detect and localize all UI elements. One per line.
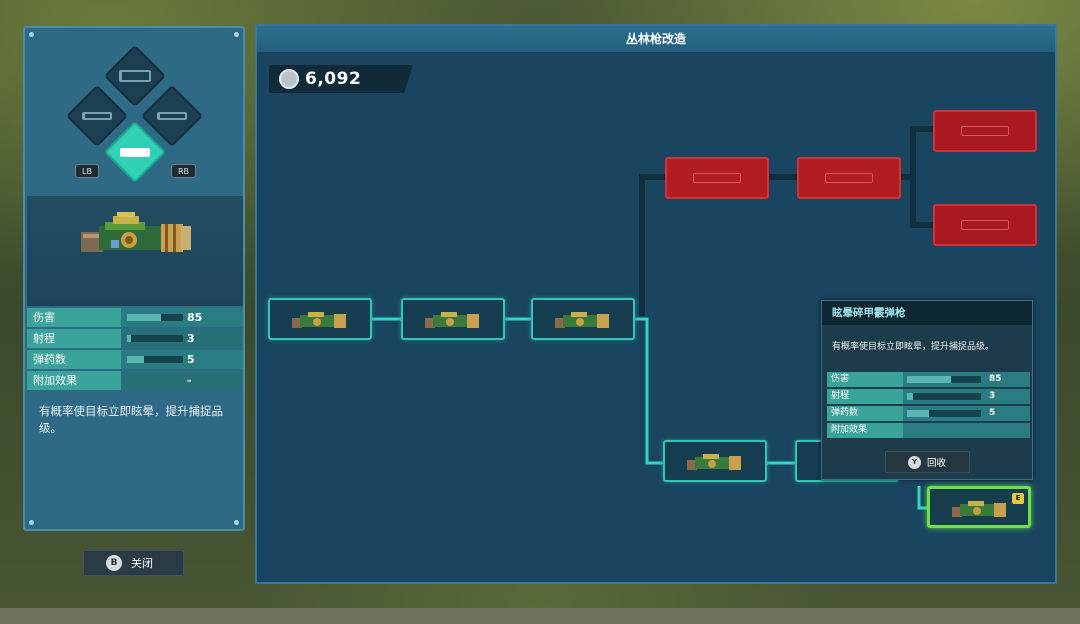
sniper-icon — [157, 112, 187, 120]
stat-row-range: 射程 3 — [27, 329, 243, 348]
stat-bar — [127, 356, 183, 363]
stat-row-ammo: 弹药数 5 — [27, 350, 243, 369]
weapon-preview — [27, 196, 243, 306]
coin-icon — [279, 69, 299, 89]
weapon-info-panel: LB RB 伤害 85 射程 3 弹药数 5 附加 — [23, 26, 245, 531]
tree-node-locked[interactable] — [797, 157, 901, 199]
stat-name: 伤害 — [827, 372, 903, 387]
recycle-button[interactable]: Y 回收 — [885, 451, 970, 473]
y-button-icon: Y — [908, 455, 921, 469]
stat-row-damage: 伤害 85 — [27, 308, 243, 327]
locked-gun-icon — [825, 173, 873, 183]
upgrade-tooltip: 眩晕碎甲霰弹枪 有概率使目标立即眩晕，提升捕捉品级。 伤害 85 射程 3 弹药… — [821, 300, 1033, 480]
corner-dot — [234, 520, 239, 525]
stat-bar — [907, 393, 981, 400]
stat-value: 85 — [187, 311, 203, 324]
tree-node-locked[interactable] — [933, 204, 1037, 246]
rb-hint[interactable]: RB — [171, 164, 197, 178]
b-button-icon: B — [106, 555, 122, 571]
corner-dot — [234, 32, 239, 37]
tree-node-tier2[interactable] — [531, 298, 635, 340]
gun-icon — [555, 312, 609, 328]
tree-node-locked[interactable] — [665, 157, 769, 199]
stat-value: 85 — [989, 374, 1002, 384]
stat-value: 5 — [989, 408, 996, 418]
stat-value: - — [187, 374, 192, 387]
gun-icon — [952, 501, 1006, 517]
stat-name: 附加效果 — [827, 423, 903, 438]
stat-bar — [127, 314, 183, 321]
stat-row-effect: 附加效果 - — [27, 371, 243, 390]
tooltip-description: 有概率使目标立即眩晕，提升捕捉品级。 — [832, 342, 995, 352]
stat-name: 伤害 — [27, 308, 121, 327]
tree-node-tier1[interactable] — [401, 298, 505, 340]
stat-bar — [907, 376, 981, 383]
panel-title: 丛林枪改造 — [257, 26, 1055, 52]
weapon-description: 有概率使目标立即眩晕，提升捕捉品级。 — [39, 404, 223, 435]
tree-node-locked[interactable] — [933, 110, 1037, 152]
tooltip-title: 眩晕碎甲霰弹枪 — [822, 301, 1032, 325]
corner-dot — [29, 520, 34, 525]
equipped-badge: E — [1012, 493, 1024, 504]
locked-gun-icon — [693, 173, 741, 183]
stat-name: 弹药数 — [27, 350, 121, 369]
jungle-gun-image — [81, 212, 191, 252]
tree-node-branch-a[interactable] — [663, 440, 767, 482]
shotgun-icon — [119, 70, 151, 82]
stat-name: 射程 — [27, 329, 121, 348]
stat-name: 弹药数 — [827, 406, 903, 421]
stat-bar — [907, 410, 981, 417]
stat-value: 5 — [187, 353, 195, 366]
currency-value: 6,092 — [305, 69, 362, 89]
tooltip-stat-ammo: 弹药数 5 — [827, 406, 1030, 421]
stat-name: 射程 — [827, 389, 903, 404]
currency-display: 6,092 — [269, 65, 413, 93]
stat-bar — [127, 335, 183, 342]
tooltip-stat-damage: 伤害 85 — [827, 372, 1030, 387]
tree-connectors — [372, 126, 933, 510]
rifle-icon — [82, 112, 112, 120]
corner-dot — [29, 32, 34, 37]
locked-gun-icon — [961, 126, 1009, 136]
lb-hint[interactable]: LB — [75, 164, 99, 178]
bottom-strip — [0, 608, 1080, 624]
tree-node-selected[interactable]: E — [927, 486, 1031, 528]
recycle-label: 回收 — [927, 458, 947, 469]
stat-value: 3 — [187, 332, 195, 345]
locked-gun-icon — [961, 220, 1009, 230]
tooltip-stat-range: 射程 3 — [827, 389, 1030, 404]
stat-name: 附加效果 — [27, 371, 121, 390]
jungle-gun-icon — [120, 147, 150, 157]
tree-node-base[interactable] — [268, 298, 372, 340]
gun-icon — [425, 312, 479, 328]
gun-icon — [292, 312, 346, 328]
stat-value: 3 — [989, 391, 996, 401]
gun-icon — [687, 454, 741, 470]
close-button[interactable]: B 关闭 — [83, 550, 184, 576]
close-label: 关闭 — [131, 557, 153, 570]
tooltip-stat-effect: 附加效果 — [827, 423, 1030, 438]
